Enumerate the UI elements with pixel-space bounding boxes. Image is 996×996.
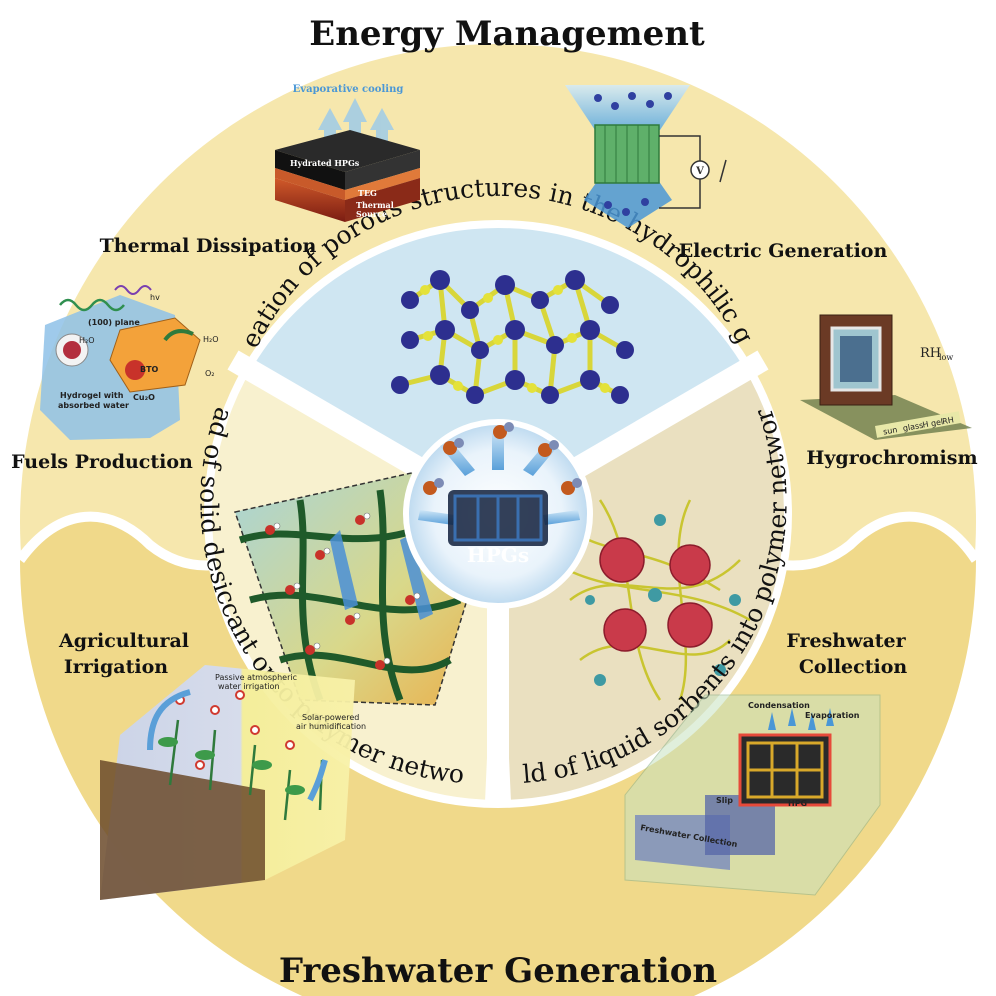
svg-text:Hydrated HPGs: Hydrated HPGs: [290, 158, 360, 168]
svg-text:H₂O: H₂O: [203, 335, 219, 344]
porous-network-illustration: [391, 270, 634, 404]
title-energy-management: Energy Management: [309, 14, 705, 54]
svg-text:sun: sun: [882, 425, 898, 436]
svg-text:low: low: [939, 353, 953, 362]
svg-text:RH: RH: [920, 346, 941, 361]
svg-text:RH: RH: [942, 415, 955, 426]
svg-text:V: V: [695, 166, 704, 177]
freshwater-collection-illustration: Condensation Evaporation Slip HPG Freshw…: [624, 694, 881, 896]
svg-text:O₂: O₂: [205, 369, 215, 378]
label-freshwater-collection-line1: Freshwater: [786, 630, 906, 652]
svg-text:HPG: HPG: [788, 799, 807, 808]
center-hpgs: HPGs: [403, 419, 593, 609]
svg-text:TEG: TEG: [358, 188, 377, 198]
electric-generation-illustration: V: [565, 85, 727, 228]
svg-text:Slip: Slip: [716, 796, 733, 805]
svg-text:Hydrogel with: Hydrogel with: [60, 391, 124, 400]
label-freshwater-collection-line2: Collection: [799, 656, 908, 678]
svg-text:air humidification: air humidification: [296, 722, 366, 731]
label-fuels-production: Fuels Production: [11, 451, 193, 473]
svg-text:absorbed water: absorbed water: [58, 401, 129, 410]
svg-text:glass: glass: [902, 421, 924, 433]
hygrochromism-illustration: RH low sun glass H gel RH: [800, 314, 972, 440]
svg-text:water irrigation: water irrigation: [218, 682, 280, 691]
svg-text:Evaporative cooling: Evaporative cooling: [293, 84, 404, 95]
svg-text:Passive atmospheric: Passive atmospheric: [215, 673, 297, 682]
label-electric-generation: Electric Generation: [679, 240, 888, 262]
title-freshwater-generation: Freshwater Generation: [279, 951, 717, 991]
fuels-production-illustration: H₂O H₂O hv (100) plane BTO Cu₂O O₂ Hydro…: [40, 285, 219, 440]
label-agricultural-irrigation-line2: Irrigation: [64, 656, 168, 678]
svg-text:Cu₂O: Cu₂O: [133, 393, 155, 402]
svg-text:H gel: H gel: [922, 417, 944, 429]
center-label: HPGs: [467, 543, 529, 567]
svg-text:Source: Source: [356, 209, 387, 219]
thermal-dissipation-illustration: Evaporative cooling Hydrated HPGs TEG Th…: [275, 84, 420, 222]
label-thermal-dissipation: Thermal Dissipation: [100, 235, 317, 257]
svg-text:Evaporation: Evaporation: [805, 711, 860, 720]
svg-text:Solar-powered: Solar-powered: [302, 713, 359, 722]
svg-text:Thermal: Thermal: [356, 200, 394, 210]
label-agricultural-irrigation-line1: Agricultural: [58, 630, 189, 652]
svg-text:H₂O: H₂O: [79, 336, 95, 345]
inner-circle-rim: [204, 220, 792, 808]
svg-text:BTO: BTO: [140, 365, 159, 374]
label-hygrochromism: Hygrochromism: [806, 447, 977, 469]
agricultural-irrigation-illustration: Passive atmospheric water irrigation Sol…: [100, 665, 366, 900]
svg-text:(100) plane: (100) plane: [88, 318, 140, 327]
svg-text:hv: hv: [150, 293, 160, 302]
svg-text:Condensation: Condensation: [748, 701, 810, 710]
